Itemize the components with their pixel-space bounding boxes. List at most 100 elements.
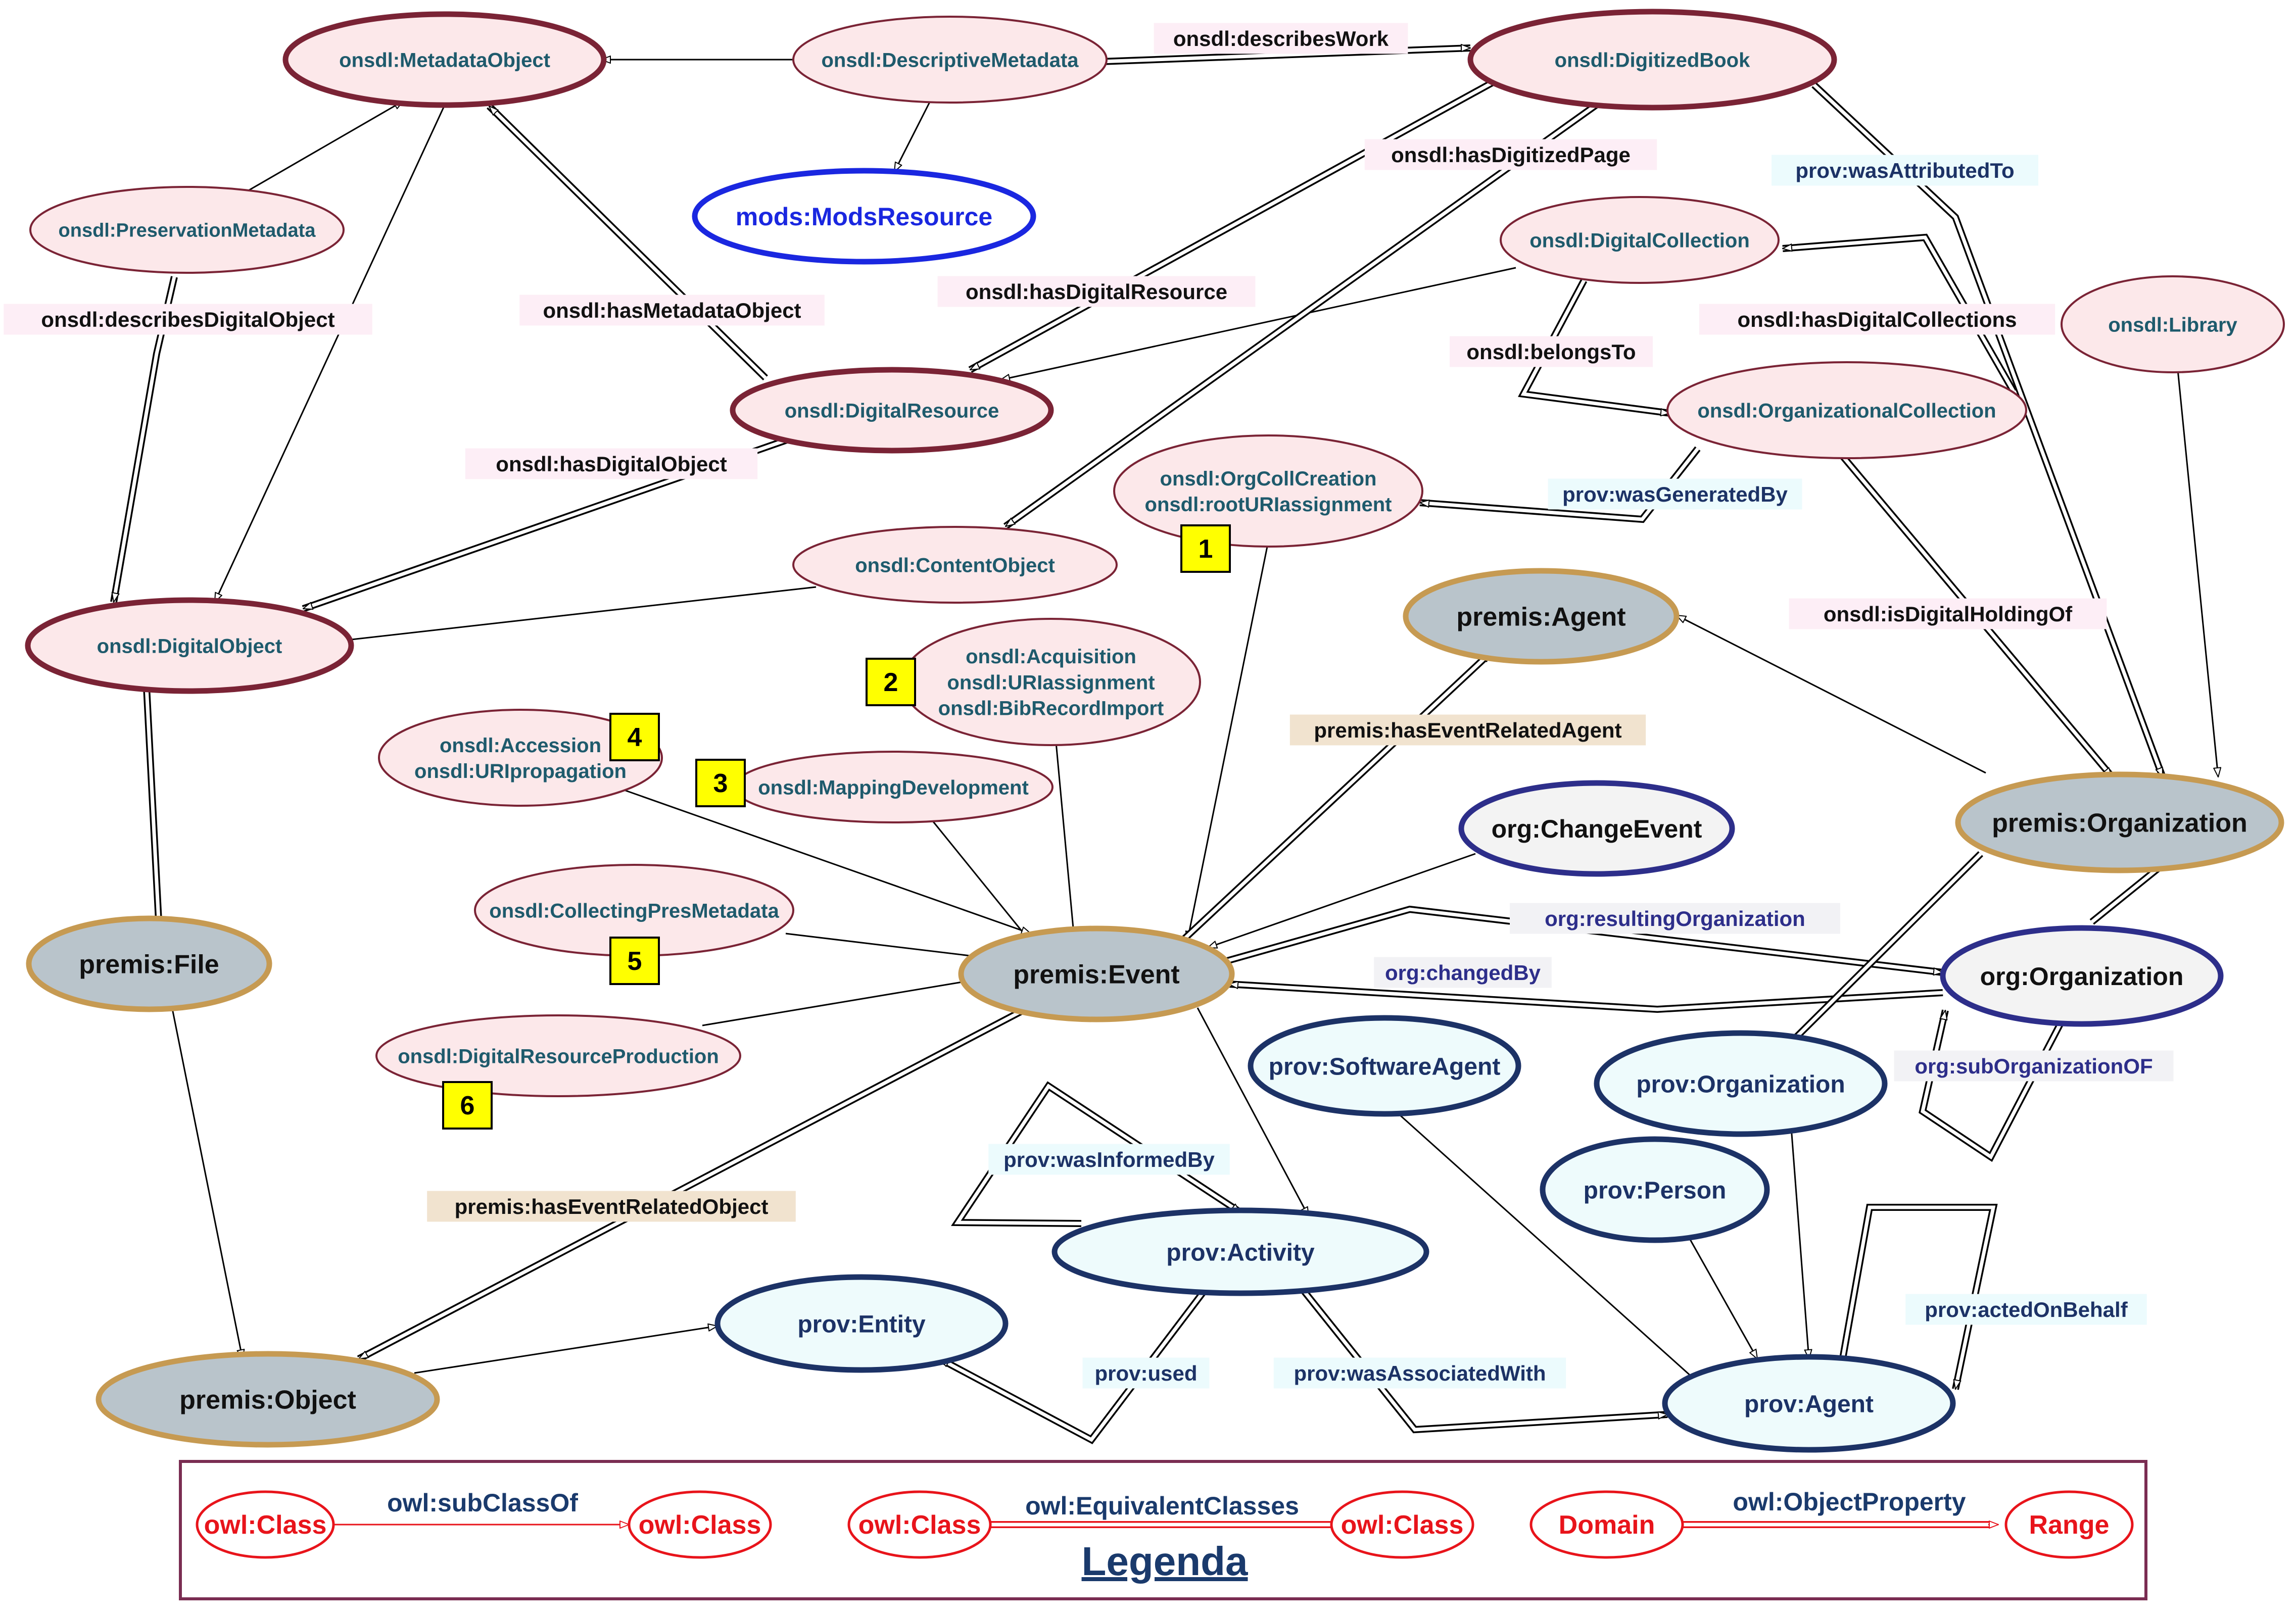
svg-text:onsdl:OrganizationalCollection: onsdl:OrganizationalCollection [1697,400,1996,422]
svg-text:onsdl:DigitalCollection: onsdl:DigitalCollection [1529,229,1750,252]
svg-text:mods:ModsResource: mods:ModsResource [736,203,992,231]
edge-has-metadata-object [487,104,768,380]
node-prov-agent[interactable]: prov:Agent [1662,1354,1956,1453]
label-belongs-to: onsdl:belongsTo [1450,336,1653,367]
edge-orgcoll-to-event [1187,541,1269,941]
label-has-digital-resource: onsdl:hasDigitalResource [937,276,1256,307]
badge-1: 1 [1180,524,1231,573]
svg-text:3: 3 [713,769,728,798]
label-was-generated-by: prov:wasGeneratedBy [1548,478,1802,510]
svg-text:onsdl:hasDigitalObject: onsdl:hasDigitalObject [496,452,727,476]
node-collecting-pres-metadata[interactable]: onsdl:CollectingPresMetadata [474,864,794,957]
node-label-line: onsdl:MetadataObject [339,49,550,71]
svg-text:prov:Activity: prov:Activity [1166,1239,1315,1266]
edge-digitalcollection-to-digitalresource [1000,267,1516,380]
svg-text:org:subOrganizationOF: org:subOrganizationOF [1915,1054,2152,1078]
edge-sub-organization-of [1919,1010,2065,1162]
label-has-metadata-object: onsdl:hasMetadataObject [519,295,825,326]
node-org-organization[interactable]: org:Organization [1940,925,2224,1027]
label-used: prov:used [1082,1357,1210,1389]
node-descriptive-metadata[interactable]: onsdl:DescriptiveMetadata [792,16,1108,104]
node-label-line: prov:SoftwareAgent [1269,1053,1501,1080]
legend-box [179,1460,2147,1600]
legend-class-4: owl:Class [1330,1490,1474,1559]
node-metadata-object[interactable]: onsdl:MetadataObject [282,11,607,108]
edge-event-to-activity [1197,1007,1310,1216]
node-change-event[interactable]: org:ChangeEvent [1458,780,1735,877]
node-content-object[interactable]: onsdl:ContentObject [792,526,1118,604]
node-label-line: onsdl:URIassignment [947,671,1155,694]
svg-text:onsdl:DigitalResource: onsdl:DigitalResource [785,400,999,422]
legend-title: Legenda [1082,1539,1248,1584]
svg-text:org:Organization: org:Organization [1980,962,2184,991]
edge-was-generated-by [1420,446,1701,523]
svg-text:premis:hasEventRelatedAgent: premis:hasEventRelatedAgent [1314,718,1621,742]
node-organizational-collection[interactable]: onsdl:OrganizationalCollection [1666,361,2027,459]
node-prov-person[interactable]: prov:Person [1540,1136,1770,1243]
legend-class-2: owl:Class [628,1490,772,1559]
svg-text:org:changedBy: org:changedBy [1385,961,1541,985]
svg-text:org:ChangeEvent: org:ChangeEvent [1492,815,1702,843]
edge-accession-to-event [601,781,1031,934]
edge-has-digital-resource [968,77,1498,373]
node-digital-resource[interactable]: onsdl:DigitalResource [730,367,1054,454]
node-library[interactable]: onsdl:Library [2061,275,2285,373]
object-property-edges [110,48,2166,1444]
node-digital-object[interactable]: onsdl:DigitalObject [25,597,354,694]
node-premis-organization[interactable]: premis:Organization [1955,771,2284,873]
node-preservation-metadata[interactable]: onsdl:PreservationMetadata [29,186,345,274]
node-prov-organization[interactable]: prov:Organization [1594,1030,1888,1137]
svg-text:onsdl:hasDigitalCollections: onsdl:hasDigitalCollections [1737,308,2017,331]
svg-text:owl:Class: owl:Class [858,1510,981,1540]
node-label-line: mods:ModsResource [736,203,992,231]
node-mapping-development[interactable]: onsdl:MappingDevelopment [733,751,1054,823]
svg-text:6: 6 [460,1091,475,1120]
svg-text:Range: Range [2029,1510,2110,1540]
svg-text:onsdl:MappingDevelopment: onsdl:MappingDevelopment [758,776,1029,799]
node-label-line: onsdl:DigitalResourceProduction [398,1045,719,1067]
svg-text:owl:Class: owl:Class [1341,1510,1464,1540]
node-label-line: premis:Organization [1992,809,2247,838]
node-label-line: premis:Agent [1456,603,1625,632]
node-label-line: onsdl:MappingDevelopment [758,776,1029,799]
edge-has-digitized-page [1003,98,1604,529]
node-digital-collection[interactable]: onsdl:DigitalCollection [1500,196,1780,284]
edge-file-to-object [171,1006,243,1359]
svg-text:org:resultingOrganization: org:resultingOrganization [1545,907,1805,931]
edge-softwareagent-to-agent [1394,1109,1703,1387]
node-software-agent[interactable]: prov:SoftwareAgent [1248,1015,1521,1117]
node-digital-resource-production[interactable]: onsdl:DigitalResourceProduction [375,1014,741,1097]
edge-contentobject-to-digitalobject [333,586,817,642]
node-mods-resource[interactable]: mods:ModsResource [692,168,1036,265]
legend-domain: Domain [1529,1490,1684,1559]
node-label-line: onsdl:Accession [440,735,601,757]
node-digitized-book[interactable]: onsdl:DigitizedBook [1467,9,1837,111]
node-premis-agent[interactable]: premis:Agent [1403,568,1680,665]
label-acted-on-behalf: prov:actedOnBehalf [1905,1294,2147,1325]
svg-text:onsdl:MetadataObject: onsdl:MetadataObject [339,49,550,71]
node-label-line: premis:Event [1013,960,1179,990]
node-prov-entity[interactable]: prov:Entity [714,1274,1009,1373]
label-sub-organization-of: org:subOrganizationOF [1894,1050,2174,1082]
svg-text:onsdl:DigitalObject: onsdl:DigitalObject [97,635,282,657]
edge-acquisition-to-event [1055,742,1076,961]
svg-text:onsdl:DescriptiveMetadata: onsdl:DescriptiveMetadata [821,49,1079,71]
node-label-line: onsdl:DigitalCollection [1529,229,1750,252]
node-label-line: onsdl:OrganizationalCollection [1697,400,1996,422]
label-has-event-related-agent: premis:hasEventRelatedAgent [1289,714,1646,746]
node-label-line: onsdl:rootURIassignment [1145,494,1392,516]
node-prov-activity[interactable]: prov:Activity [1051,1207,1429,1296]
node-label-line: onsdl:ContentObject [855,554,1055,576]
legend-class-3: owl:Class [847,1490,992,1559]
label-describes-work: onsdl:describesWork [1154,23,1408,54]
node-premis-object[interactable]: premis:Object [95,1351,440,1448]
label-describes-digital-object: onsdl:describesDigitalObject [4,304,372,335]
node-premis-file[interactable]: premis:File [26,915,272,1012]
node-premis-event[interactable]: premis:Event [958,925,1235,1022]
nodes: onsdl:MetadataObject onsdl:DescriptiveMe… [25,9,2285,1453]
